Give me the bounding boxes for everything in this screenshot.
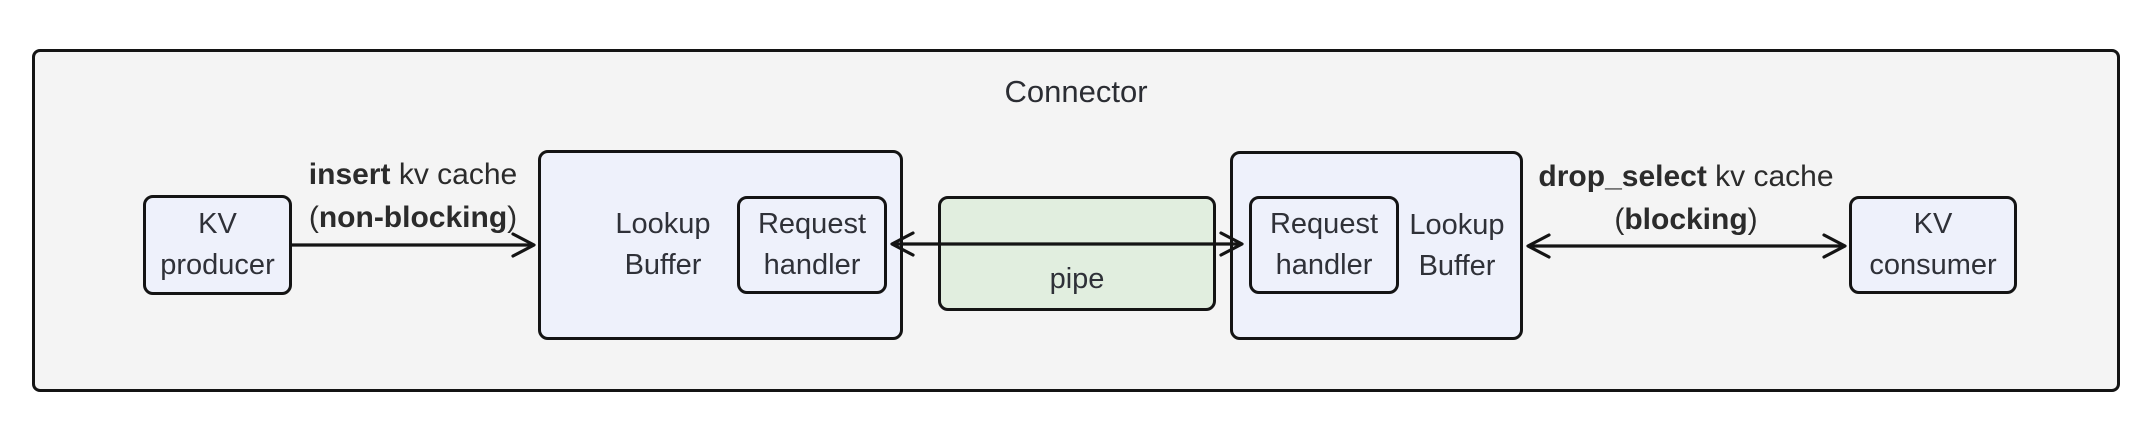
request-handler-left-label-line2: handler [763, 249, 861, 281]
lookup-buffer-right-label-line1: Lookup [1409, 208, 1505, 241]
pipe-label: pipe [1049, 263, 1105, 295]
request-handler-right-label-line1: Request [1269, 208, 1378, 240]
blocking-keyword: blocking [1624, 203, 1748, 236]
insert-edge-label: insert kv cache (non-blocking) [213, 153, 613, 239]
drop-select-keyword: drop_select [1538, 160, 1707, 193]
request-handler-left-label-line1: Request [757, 208, 866, 240]
pipe-node: pipe [938, 196, 1216, 311]
drop-select-paren-close: ) [1747, 203, 1758, 236]
lookup-buffer-left-label-line2: Buffer [624, 249, 702, 281]
request-handler-right-label-line2: handler [1275, 249, 1373, 281]
insert-paren-open: ( [308, 201, 319, 234]
kv-producer-label-line1: KV [198, 208, 237, 240]
insert-rest-text: kv cache [390, 158, 518, 191]
insert-edge-label-line1: insert kv cache [213, 153, 613, 196]
request-handler-left-node: Request handler [737, 196, 887, 294]
non-blocking-keyword: non-blocking [318, 201, 508, 234]
kv-consumer-node: KV consumer [1849, 196, 2017, 294]
kv-producer-label-line2: producer [160, 249, 275, 281]
lookup-buffer-right-label-line2: Buffer [1418, 249, 1496, 282]
lookup-buffer-left-node: Lookup Buffer Request handler [538, 150, 903, 340]
drop-select-edge-label: drop_select kv cache (blocking) [1486, 155, 1886, 241]
drop-select-paren-open: ( [1614, 203, 1625, 236]
kv-producer-node: KV producer [143, 195, 292, 295]
lookup-buffer-left-label: Lookup Buffer [563, 153, 763, 337]
drop-select-edge-label-line1: drop_select kv cache [1486, 155, 1886, 198]
connector-title: Connector [1004, 74, 1148, 109]
kv-consumer-label-line2: consumer [1869, 249, 1997, 281]
insert-paren-close: ) [507, 201, 518, 234]
drop-select-edge-label-line2: (blocking) [1486, 198, 1886, 241]
kv-consumer-label-line1: KV [1913, 208, 1953, 240]
lookup-buffer-right-node: Request handler Lookup Buffer [1230, 151, 1523, 340]
lookup-buffer-right-label: Lookup Buffer [1357, 154, 1557, 337]
insert-edge-label-line2: (non-blocking) [213, 196, 613, 239]
drop-select-rest-text: kv cache [1706, 160, 1834, 193]
insert-keyword: insert [308, 158, 391, 191]
request-handler-right-node: Request handler [1249, 196, 1399, 294]
lookup-buffer-left-label-line1: Lookup [615, 208, 711, 240]
